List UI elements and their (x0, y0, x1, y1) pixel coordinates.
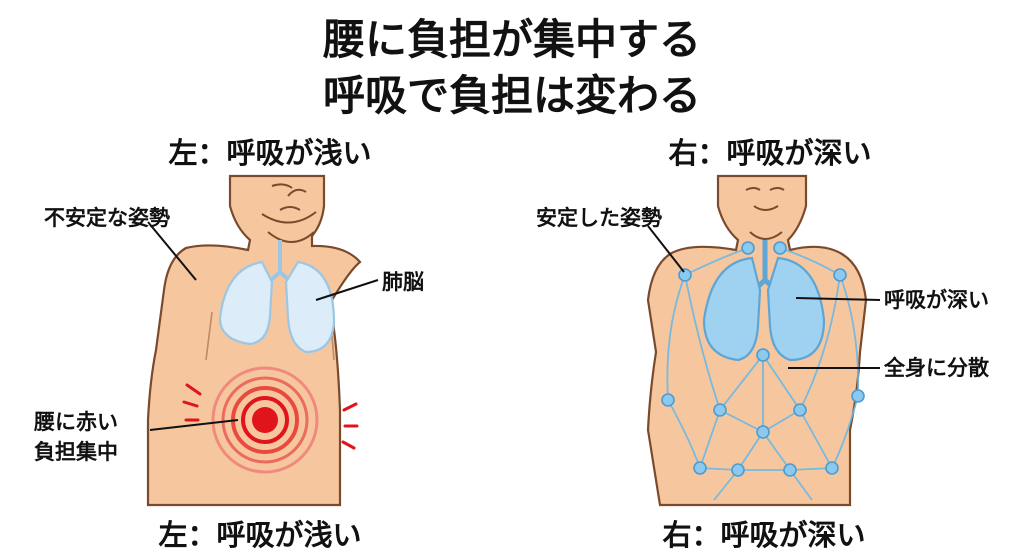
right-lungs (702, 240, 826, 362)
left-panel-footer: 左：呼吸が浅い (158, 518, 362, 552)
left-label-posture: 不安定な姿勢 (44, 206, 170, 230)
right-torso (646, 174, 868, 507)
right-network-nodes (661, 241, 865, 477)
left-waist-strain (182, 366, 359, 474)
left-label-waist-line-2: 負担集中 (34, 440, 118, 464)
left-label-lungs: 肺脳 (382, 270, 424, 294)
main-title-line-1: 腰に負担が集中する (322, 15, 701, 64)
right-panel-heading: 右：呼吸が深い (668, 136, 872, 170)
left-face-chin (261, 211, 317, 224)
main-title-line-2: 呼吸で負担は変わる (322, 71, 701, 120)
left-lungs (218, 240, 336, 354)
right-body (646, 174, 868, 507)
right-panel-footer: 右：呼吸が深い (662, 518, 866, 552)
left-panel-heading: 左：呼吸が浅い (168, 136, 372, 170)
right-label-spread: 全身に分散 (884, 356, 989, 380)
right-label-posture: 安定した姿勢 (536, 206, 662, 230)
left-label-waist-line-1: 腰に赤い (34, 410, 118, 434)
right-label-breath: 呼吸が深い (884, 288, 989, 312)
